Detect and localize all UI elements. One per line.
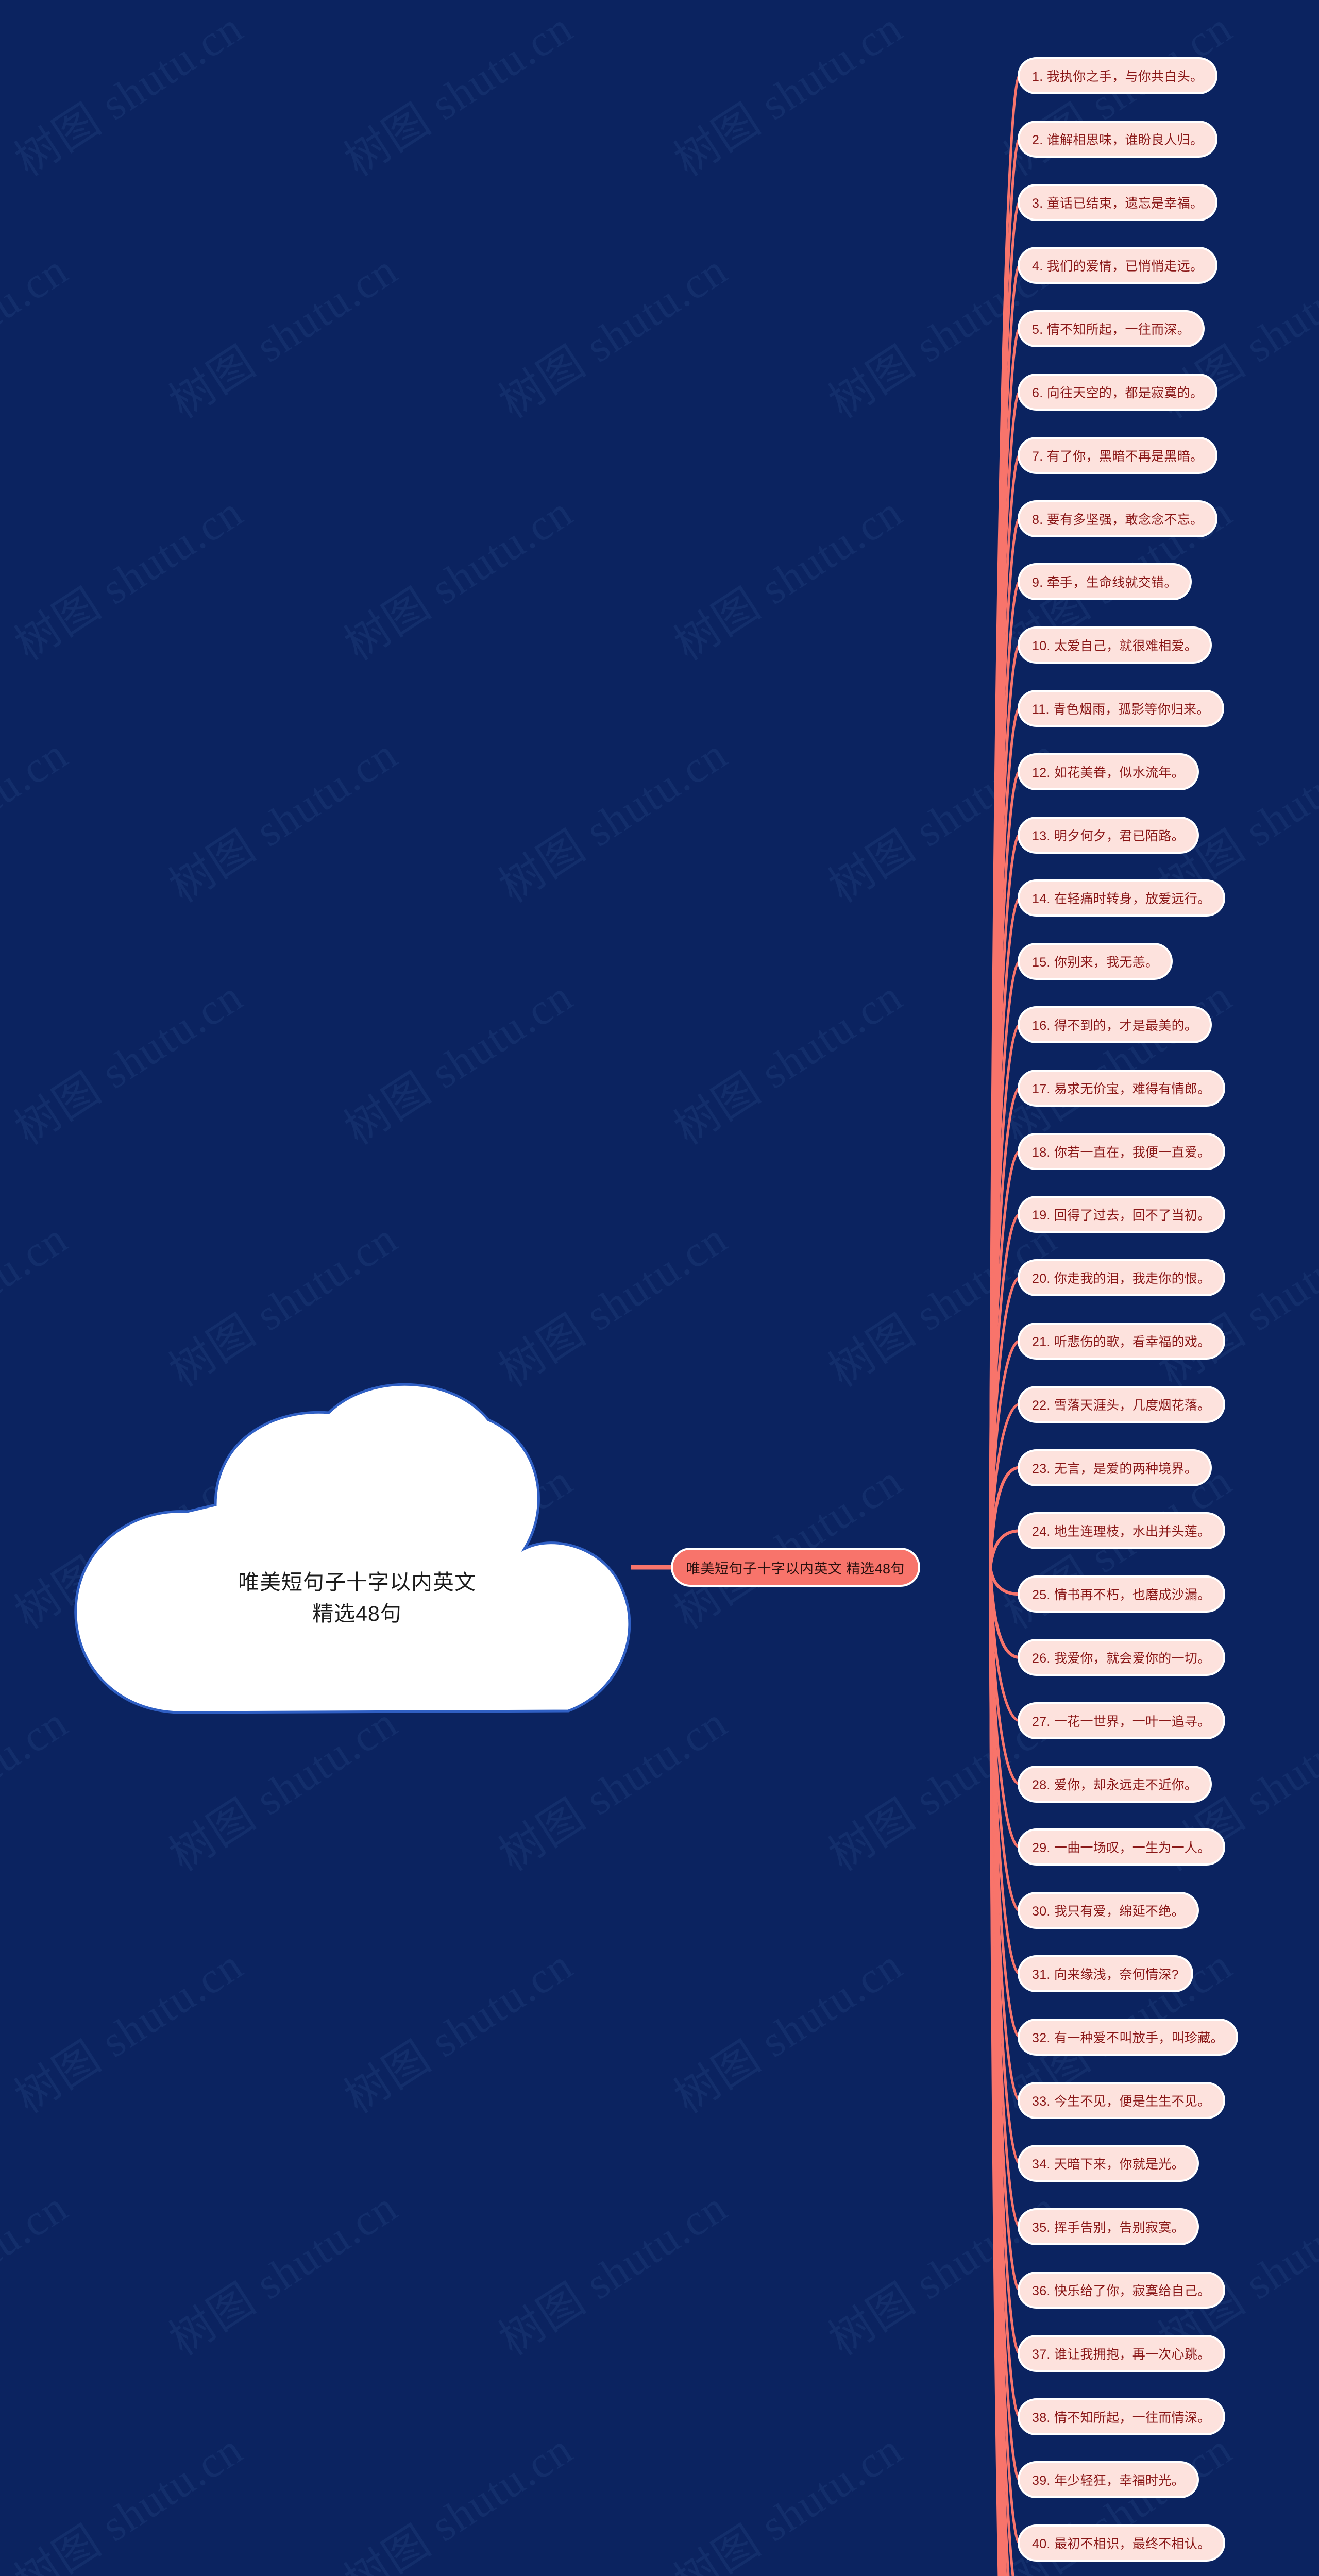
leaf-node[interactable]: 35. 挥手告别，告别寂寞。: [1020, 2210, 1197, 2244]
leaf-node[interactable]: 16. 得不到的，才是最美的。: [1020, 1008, 1210, 1041]
leaf-node[interactable]: 6. 向往天空的，都是寂寞的。: [1020, 376, 1216, 409]
leaf-node-label: 3. 童话已结束，遗忘是幸福。: [1032, 196, 1204, 211]
leaf-node-label: 19. 回得了过去，回不了当初。: [1032, 1208, 1211, 1223]
leaf-node[interactable]: 23. 无言，是爱的两种境界。: [1020, 1451, 1210, 1484]
leaf-node-label: 16. 得不到的，才是最美的。: [1032, 1019, 1198, 1033]
leaf-node[interactable]: 1. 我执你之手，与你共白头。: [1020, 59, 1216, 92]
leaf-node[interactable]: 4. 我们的爱情，已悄悄走远。: [1020, 249, 1216, 282]
leaf-node-label: 39. 年少轻狂，幸福时光。: [1032, 2473, 1185, 2488]
leaf-node[interactable]: 12. 如花美眷，似水流年。: [1020, 755, 1197, 788]
leaf-node-label: 32. 有一种爱不叫放手，叫珍藏。: [1032, 2030, 1224, 2045]
leaf-node-label: 10. 太爱自己，就很难相爱。: [1032, 639, 1198, 654]
leaf-node[interactable]: 10. 太爱自己，就很难相爱。: [1020, 629, 1210, 662]
leaf-node-label: 34. 天暗下来，你就是光。: [1032, 2157, 1185, 2172]
leaf-node-label: 12. 如花美眷，似水流年。: [1032, 765, 1185, 780]
branch-line: [989, 1466, 1021, 1569]
leaf-node-label: 14. 在轻痛时转身，放爱远行。: [1032, 892, 1211, 907]
leaf-node[interactable]: 33. 今生不见，便是生生不见。: [1020, 2083, 1223, 2117]
leaf-node[interactable]: 27. 一花一世界，一叶一追寻。: [1020, 1704, 1223, 1737]
leaf-node-label: 31. 向来缘浅，奈何情深?: [1032, 1968, 1179, 1982]
leaf-node[interactable]: 14. 在轻痛时转身，放爱远行。: [1020, 882, 1223, 915]
leaf-node-label: 37. 谁让我拥抱，再一次心跳。: [1032, 2347, 1211, 2362]
leaf-node[interactable]: 32. 有一种爱不叫放手，叫珍藏。: [1020, 2020, 1236, 2054]
leaf-node[interactable]: 17. 易求无价宝，难得有情郎。: [1020, 1071, 1223, 1105]
leaf-node-label: 17. 易求无价宝，难得有情郎。: [1032, 1081, 1211, 1096]
root-title: 唯美短句子十字以内英文 精选48句: [61, 1379, 653, 1770]
leaf-node-label: 24. 地生连理枝，水出并头莲。: [1032, 1524, 1211, 1539]
central-topic-label: 唯美短句子十字以内英文 精选48句: [686, 1561, 905, 1577]
leaf-node[interactable]: 37. 谁让我拥抱，再一次心跳。: [1020, 2336, 1223, 2370]
leaf-node[interactable]: 9. 牵手，生命线就交错。: [1020, 565, 1190, 599]
leaf-node[interactable]: 28. 爱你，却永远走不近你。: [1020, 1767, 1210, 1801]
leaf-node-label: 29. 一曲一场叹，一生为一人。: [1032, 1841, 1211, 1856]
root-title-line2: 精选48句: [312, 1602, 402, 1625]
leaf-node[interactable]: 3. 童话已结束，遗忘是幸福。: [1020, 185, 1216, 219]
leaf-node-label: 1. 我执你之手，与你共白头。: [1032, 70, 1204, 84]
leaf-node[interactable]: 26. 我爱你，就会爱你的一切。: [1020, 1641, 1223, 1674]
central-topic-node[interactable]: 唯美短句子十字以内英文 精选48句: [673, 1550, 919, 1585]
leaf-node[interactable]: 39. 年少轻狂，幸福时光。: [1020, 2463, 1197, 2497]
leaf-node[interactable]: 34. 天暗下来，你就是光。: [1020, 2147, 1197, 2180]
leaf-node[interactable]: 13. 明夕何夕，君已陌路。: [1020, 818, 1197, 852]
leaf-node-label: 36. 快乐给了你，寂寞给自己。: [1032, 2284, 1211, 2298]
leaf-node[interactable]: 29. 一曲一场叹，一生为一人。: [1020, 1831, 1223, 1864]
root-title-line1: 唯美短句子十字以内英文: [238, 1570, 476, 1594]
leaf-node-label: 18. 你若一直在，我便一直爱。: [1032, 1145, 1211, 1160]
leaf-node-label: 25. 情书再不朽，也磨成沙漏。: [1032, 1588, 1211, 1603]
leaf-node-label: 40. 最初不相识，最终不相认。: [1032, 2537, 1211, 2552]
leaf-node[interactable]: 24. 地生连理枝，水出并头莲。: [1020, 1514, 1223, 1548]
branch-line: [989, 1529, 1021, 1569]
leaf-node-label: 22. 雪落天涯头，几度烟花落。: [1032, 1398, 1211, 1413]
leaf-node[interactable]: 2. 谁解相思味，谁盼良人归。: [1020, 122, 1216, 156]
leaf-node-label: 20. 你走我的泪，我走你的恨。: [1032, 1272, 1211, 1286]
leaf-node[interactable]: 11. 青色烟雨，孤影等你归来。: [1020, 692, 1222, 725]
leaf-node-label: 8. 要有多坚强，敢念念不忘。: [1032, 512, 1204, 527]
leaf-node-label: 30. 我只有爱，绵延不绝。: [1032, 1904, 1185, 1919]
leaf-node-label: 27. 一花一世界，一叶一追寻。: [1032, 1714, 1211, 1729]
leaf-node[interactable]: 7. 有了你，黑暗不再是黑暗。: [1020, 438, 1216, 472]
leaf-node[interactable]: 18. 你若一直在，我便一直爱。: [1020, 1134, 1223, 1168]
branch-line: [989, 1566, 1021, 1596]
leaf-node-label: 2. 谁解相思味，谁盼良人归。: [1032, 132, 1204, 147]
root-cloud-node[interactable]: 唯美短句子十字以内英文 精选48句: [61, 1379, 653, 1770]
leaf-node[interactable]: 15. 你别来，我无恙。: [1020, 945, 1171, 978]
leaf-node-label: 11. 青色烟雨，孤影等你归来。: [1032, 702, 1210, 717]
leaf-node[interactable]: 38. 情不知所起，一往而情深。: [1020, 2400, 1223, 2433]
leaf-node-label: 35. 挥手告别，告别寂寞。: [1032, 2221, 1185, 2235]
leaf-node[interactable]: 20. 你走我的泪，我走你的恨。: [1020, 1261, 1223, 1295]
leaf-node[interactable]: 30. 我只有爱，绵延不绝。: [1020, 1894, 1197, 1927]
leaf-node-label: 15. 你别来，我无恙。: [1032, 955, 1159, 970]
leaf-node-label: 6. 向往天空的，都是寂寞的。: [1032, 386, 1204, 400]
leaf-node-label: 21. 听悲伤的歌，看幸福的戏。: [1032, 1335, 1211, 1349]
leaf-node[interactable]: 22. 雪落天涯头，几度烟花落。: [1020, 1387, 1223, 1421]
branch-line: [989, 1566, 1001, 2576]
leaf-node-label: 13. 明夕何夕，君已陌路。: [1032, 828, 1185, 843]
leaf-node[interactable]: 21. 听悲伤的歌，看幸福的戏。: [1020, 1325, 1223, 1358]
leaf-node-label: 28. 爱你，却永远走不近你。: [1032, 1777, 1198, 1792]
leaf-node[interactable]: 36. 快乐给了你，寂寞给自己。: [1020, 2274, 1223, 2307]
leaf-node-label: 23. 无言，是爱的两种境界。: [1032, 1461, 1198, 1476]
leaf-node[interactable]: 8. 要有多坚强，敢念念不忘。: [1020, 502, 1216, 535]
leaf-node-label: 9. 牵手，生命线就交错。: [1032, 575, 1177, 590]
leaf-node-label: 4. 我们的爱情，已悄悄走远。: [1032, 259, 1204, 274]
leaf-node-label: 5. 情不知所起，一往而深。: [1032, 323, 1190, 337]
leaf-node[interactable]: 25. 情书再不朽，也磨成沙漏。: [1020, 1578, 1223, 1611]
leaf-node[interactable]: 5. 情不知所起，一往而深。: [1020, 312, 1203, 346]
leaf-node[interactable]: 40. 最初不相识，最终不相认。: [1020, 2527, 1223, 2560]
leaf-node-label: 26. 我爱你，就会爱你的一切。: [1032, 1651, 1211, 1666]
leaf-node[interactable]: 31. 向来缘浅，奈何情深?: [1020, 1957, 1191, 1990]
leaf-node[interactable]: 19. 回得了过去，回不了当初。: [1020, 1198, 1223, 1231]
cloud-shape-icon: [74, 1383, 631, 1714]
leaf-node-label: 7. 有了你，黑暗不再是黑暗。: [1032, 449, 1204, 464]
leaf-node-label: 38. 情不知所起，一往而情深。: [1032, 2410, 1211, 2425]
leaf-node-label: 33. 今生不见，便是生生不见。: [1032, 2094, 1211, 2109]
